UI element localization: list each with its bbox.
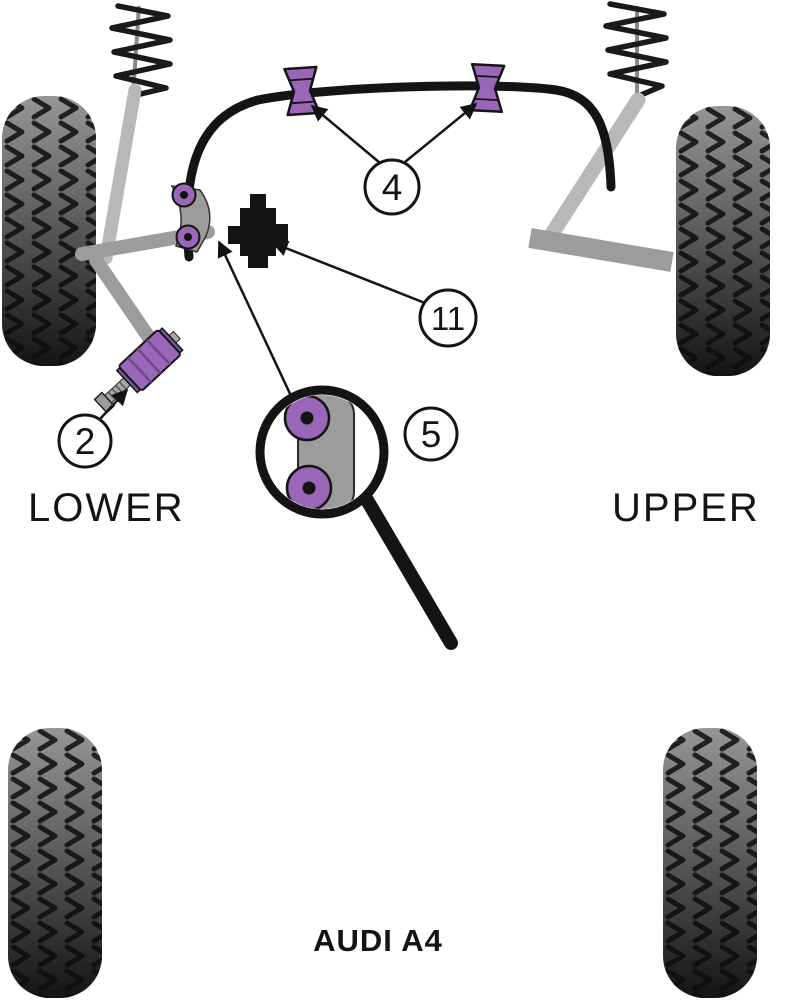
coil-spring-left [109,3,173,99]
magnified-bracket [283,395,355,509]
control-arm-left-lower [89,253,159,349]
label-upper: UPPER [612,486,760,530]
strut-right [540,92,646,248]
callout-4: 4 [363,158,421,216]
lower-arm-bushing [93,327,184,414]
mount-bracket [170,182,211,253]
arrow-4-left [310,104,381,164]
arrow-4-right [404,102,478,163]
arrow-11 [271,240,426,305]
magnifier-handle [360,493,458,650]
callout-2: 2 [57,413,113,469]
callout-11: 11 [418,288,478,348]
control-arm-right [528,228,674,272]
label-model: AUDI A4 [313,923,443,958]
callout-5: 5 [403,406,459,462]
label-lower: LOWER [28,486,185,530]
tire-rear-right [663,728,757,998]
callout-11-number: 11 [431,300,465,337]
callout-2-number: 2 [75,421,96,462]
callout-4-number: 4 [382,167,403,208]
tire-front-left [2,96,96,366]
gearbox-mount [228,194,288,268]
anti-roll-bar [182,81,616,262]
callout-5-number: 5 [421,414,442,455]
magnifier-icon [255,385,458,650]
arrow-2 [98,388,129,421]
tire-front-right [676,106,770,376]
strut-left [99,83,142,265]
arrow-magnifier [217,240,294,399]
tire-rear-left [8,728,102,998]
coil-spring-right [603,1,669,101]
